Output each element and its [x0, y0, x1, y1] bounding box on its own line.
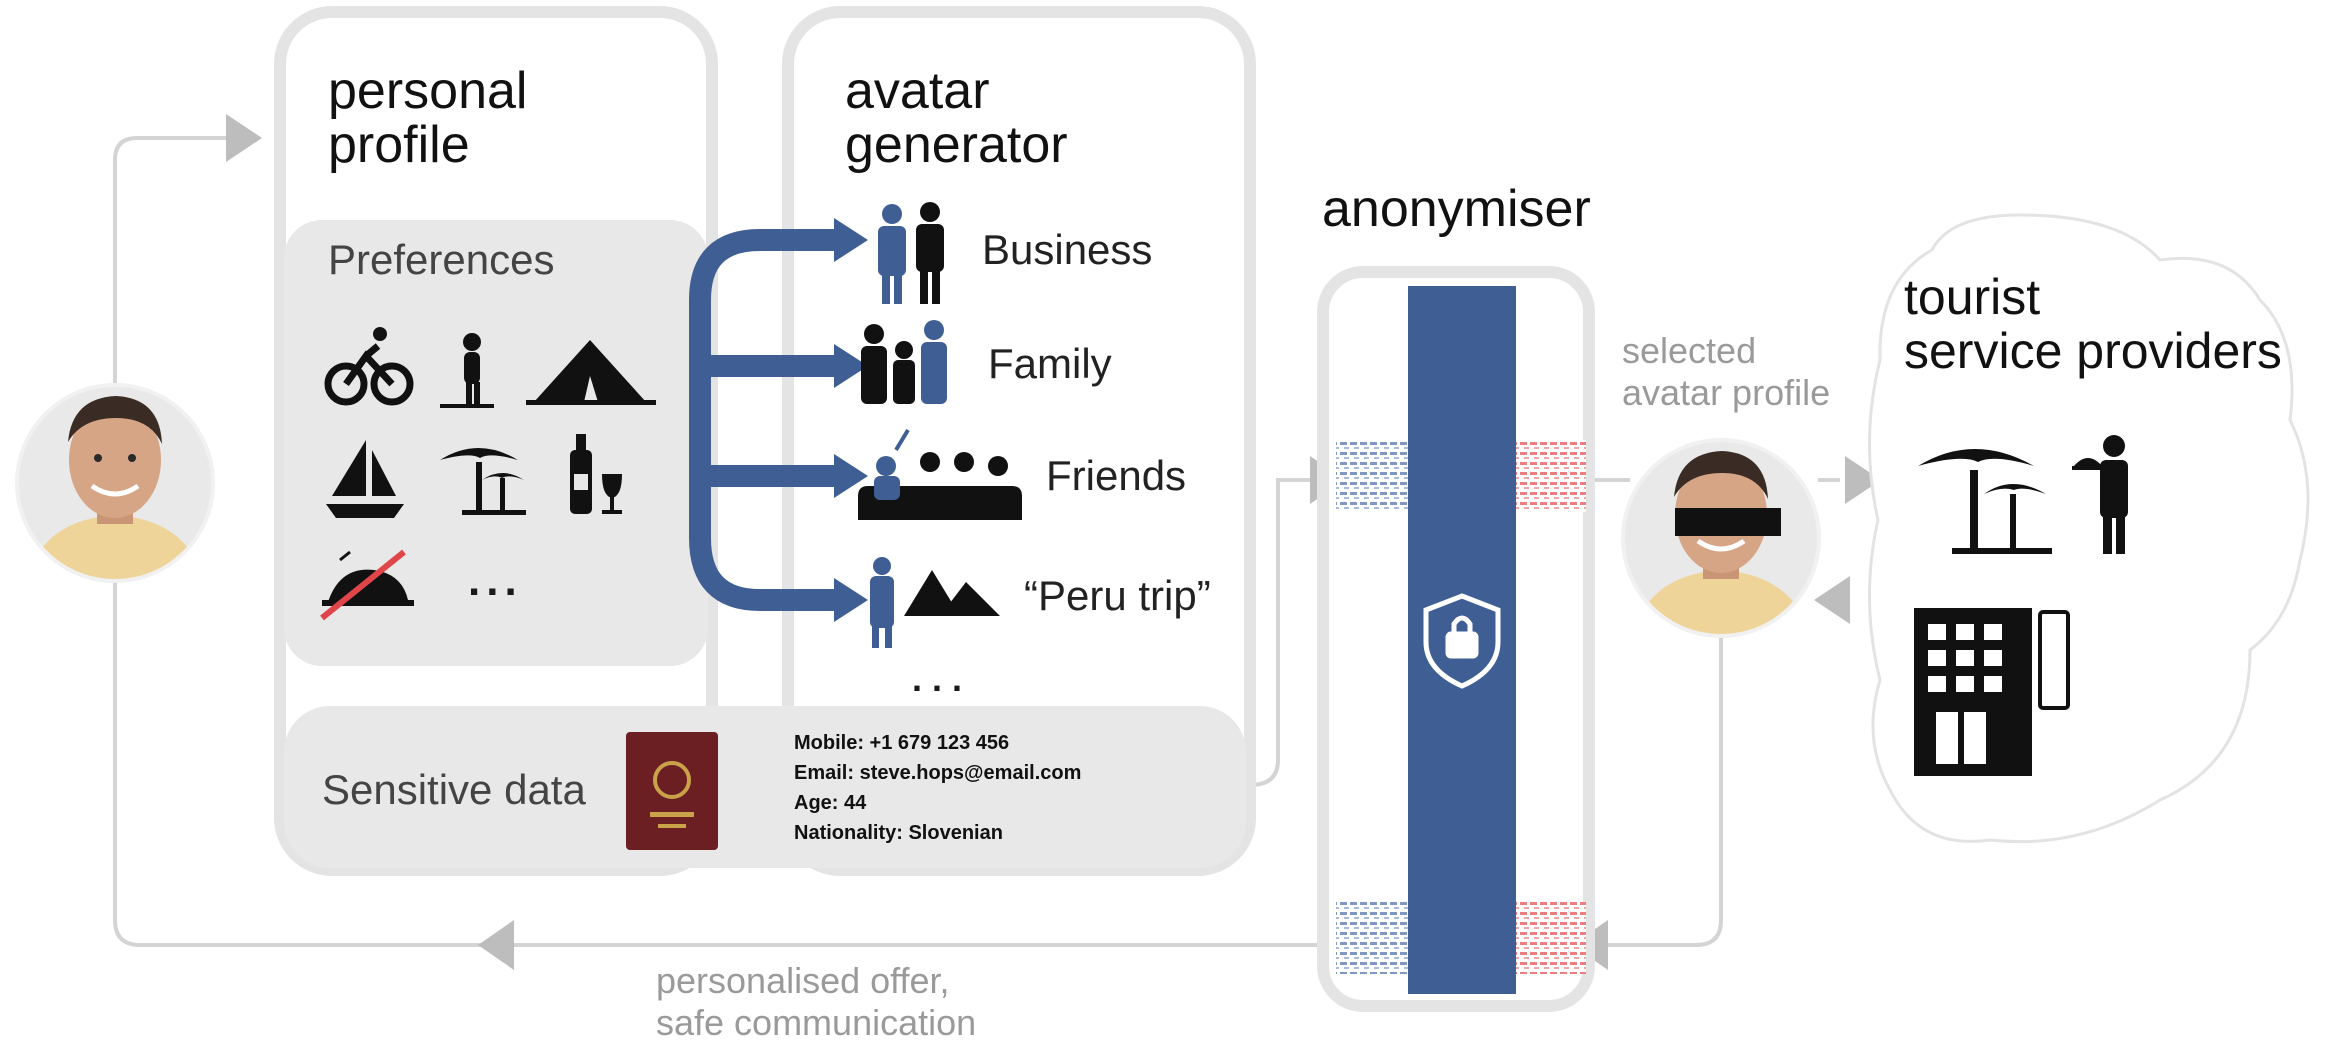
palm-trees-icon	[1918, 449, 2052, 554]
preferences-panel	[284, 220, 708, 666]
avatar-generator-title: avatar generator	[845, 64, 1068, 172]
hatch-in-red	[1516, 902, 1586, 974]
sensitive-nationality: Nationality: Slovenian	[794, 822, 1003, 844]
sensitive-age: Age: 44	[794, 792, 867, 814]
eye-censor-bar	[1675, 508, 1781, 536]
user-avatar	[15, 383, 215, 583]
personalised-offer-label: personalised offer, safe communication	[656, 960, 976, 1044]
personal-profile-title: personal profile	[328, 64, 527, 172]
friends-icon	[858, 428, 1022, 520]
wine-icon	[570, 434, 622, 514]
label-line: avatar profile	[1622, 372, 1831, 413]
arrowhead-left	[1814, 576, 1850, 624]
hotel-icon	[1914, 608, 2070, 776]
passport-icon	[626, 732, 718, 850]
fork-arrowheads	[834, 218, 868, 622]
hatch-out-red	[1516, 440, 1586, 512]
family-icon	[861, 320, 947, 404]
category-friends[interactable]: Friends	[1046, 452, 1187, 499]
waiter-icon	[2072, 435, 2128, 554]
sensitive-mobile: Mobile: +1 679 123 456	[794, 732, 1010, 754]
hiker-icon	[440, 333, 494, 408]
no-meat-icon	[320, 549, 414, 621]
label-line: personalised offer,	[656, 960, 950, 1001]
sensitive-details: Mobile: +1 679 123 456 Email: steve.hops…	[794, 728, 1081, 848]
hatch-out-blue	[1336, 902, 1408, 974]
sensitive-to-anon-line	[1249, 478, 1320, 787]
hatch-in-blue	[1336, 440, 1408, 512]
arrowhead-right	[226, 114, 262, 162]
anonymised-avatar	[1621, 438, 1821, 638]
title-line: avatar	[845, 62, 990, 120]
tourist-providers-title: tourist service providers	[1904, 270, 2282, 378]
category-family[interactable]: Family	[988, 340, 1112, 387]
selected-avatar-profile-label: selected avatar profile	[1622, 330, 1830, 414]
preferences-more: ...	[468, 556, 523, 605]
arrowhead-right	[1845, 456, 1881, 504]
cyclist-icon	[324, 327, 414, 406]
title-line: service providers	[1904, 323, 2282, 379]
title-line: profile	[328, 116, 470, 174]
label-line: safe communication	[656, 1002, 977, 1043]
palm-trees-icon	[440, 448, 526, 515]
avatar-generator-card	[782, 6, 1256, 876]
title-line: tourist	[1904, 269, 2041, 325]
fork-arrows	[689, 229, 840, 611]
category-peru-trip[interactable]: “Peru trip”	[1024, 572, 1211, 619]
categories-more: . . .	[912, 658, 963, 699]
title-line: personal	[328, 62, 528, 120]
arrowhead-left	[478, 920, 514, 970]
sensitive-data-panel	[284, 706, 1246, 868]
avatar-to-anon-line	[1590, 636, 1723, 947]
preferences-label: Preferences	[328, 236, 555, 283]
sensitive-email: Email: steve.hops@email.com	[794, 762, 1082, 784]
offer-return-line	[113, 580, 1320, 947]
sailboat-icon	[326, 440, 404, 518]
anonymiser-title: anonymiser	[1322, 180, 1591, 238]
shield-lock-icon	[1423, 593, 1501, 689]
label-line: selected	[1622, 330, 1757, 371]
user-to-profile-line	[113, 136, 230, 387]
business-people-icon	[878, 202, 944, 304]
mountains-traveler-icon	[870, 557, 1000, 648]
title-line: generator	[845, 116, 1068, 174]
tent-icon	[526, 340, 656, 405]
sensitive-data-label: Sensitive data	[322, 766, 586, 813]
category-business[interactable]: Business	[982, 226, 1153, 273]
